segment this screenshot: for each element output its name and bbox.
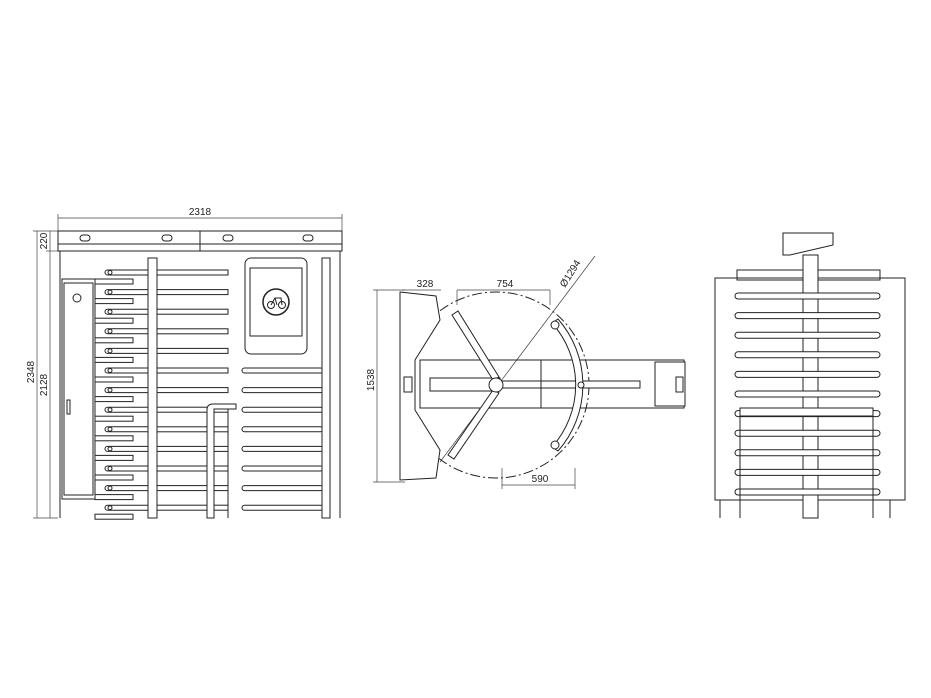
front-view: 2318 220 2348 2128	[26, 207, 343, 520]
bar	[94, 278, 134, 285]
bar	[241, 426, 324, 433]
bar	[241, 504, 324, 511]
bar	[156, 485, 229, 492]
rotor-arc	[551, 318, 584, 452]
bar	[94, 494, 134, 501]
bar	[241, 485, 324, 492]
bar	[156, 347, 229, 354]
dim-radius: 754	[497, 279, 514, 290]
bar	[94, 298, 134, 305]
dim-frame-depth: 328	[417, 279, 434, 290]
bar	[156, 445, 229, 452]
bar	[94, 513, 134, 520]
bar	[241, 445, 324, 452]
handle	[206, 403, 237, 519]
dim-arm: 590	[532, 474, 549, 485]
bar	[734, 390, 881, 398]
bar	[734, 468, 881, 476]
bar	[156, 367, 229, 374]
bar	[156, 426, 229, 433]
bar	[241, 465, 324, 472]
bar	[241, 406, 324, 413]
bar	[734, 488, 881, 496]
dim-length: 1538	[366, 368, 377, 391]
bar	[156, 289, 229, 296]
bar	[156, 308, 229, 315]
bar	[734, 351, 881, 359]
bar	[241, 367, 324, 374]
bar	[94, 454, 134, 461]
dim-width: 2318	[189, 207, 212, 218]
side-view	[714, 232, 906, 519]
bar	[94, 415, 134, 422]
frame	[399, 291, 441, 481]
bar	[734, 370, 881, 378]
bar	[241, 387, 324, 394]
bar	[156, 465, 229, 472]
right-post	[321, 257, 331, 519]
bar	[94, 376, 134, 383]
bar	[94, 435, 134, 442]
rotor-post	[147, 257, 158, 519]
bar	[734, 312, 881, 320]
bar	[156, 269, 229, 276]
bar	[94, 317, 134, 324]
bar	[734, 429, 881, 437]
bar	[734, 331, 881, 339]
bar	[734, 292, 881, 300]
dim-total-height: 2348	[26, 360, 37, 383]
bar	[94, 356, 134, 363]
bar	[94, 337, 134, 344]
dim-passage-height: 2128	[39, 373, 50, 396]
top-view: 1538 328 754 Ø1294 590	[366, 255, 686, 489]
dim-diameter: Ø1294	[558, 258, 583, 290]
bar	[156, 328, 229, 335]
bicycle-icon	[262, 288, 290, 316]
crown	[782, 232, 834, 256]
dim-header: 220	[39, 232, 50, 249]
bar	[94, 474, 134, 481]
bar	[734, 449, 881, 457]
bar	[156, 387, 229, 394]
bar	[156, 504, 229, 511]
header-lights	[79, 234, 314, 242]
bar	[94, 396, 134, 403]
control-cabinet	[61, 278, 96, 500]
